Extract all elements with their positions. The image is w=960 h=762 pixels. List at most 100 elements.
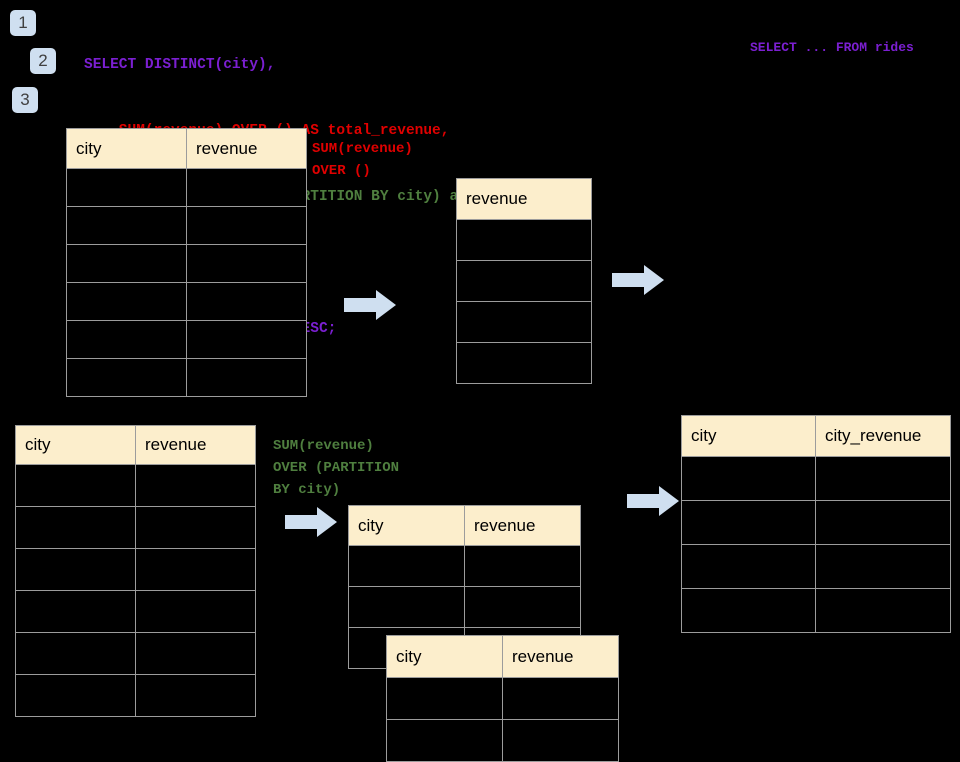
cell-city (348, 545, 465, 587)
step-badge-2: 2 (30, 48, 56, 74)
cell-city (348, 586, 465, 628)
cell-city (386, 677, 503, 720)
cell-revenue (456, 260, 592, 302)
cell-revenue (456, 219, 592, 261)
table-result-city-revenue: city city_revenue (681, 415, 951, 633)
table-row (456, 342, 592, 384)
side-note-select-from-rides: SELECT ... FROM rides (750, 40, 914, 55)
cell-revenue (186, 282, 307, 321)
cell-revenue (464, 545, 581, 587)
cell-revenue (186, 320, 307, 359)
cell-revenue (502, 719, 619, 762)
step-badge-3: 3 (12, 87, 38, 113)
cell-city (15, 464, 136, 507)
table-row (15, 674, 256, 717)
table-header-row: revenue (456, 178, 592, 220)
table-header-row: city revenue (348, 505, 581, 546)
column-header-city: city (15, 425, 136, 465)
table-partition-group-b: city revenue (386, 635, 619, 762)
table-source-rides-partition: city revenue (15, 425, 256, 717)
table-total-revenue: revenue (456, 178, 592, 384)
table-row (348, 586, 581, 628)
cell-city (15, 506, 136, 549)
cell-revenue (186, 244, 307, 283)
cell-revenue (502, 677, 619, 720)
column-header-city: city (681, 415, 816, 457)
cell-city (15, 632, 136, 675)
column-header-revenue: revenue (135, 425, 256, 465)
cell-city-revenue (815, 500, 951, 545)
cell-city (681, 500, 816, 545)
cell-city (681, 544, 816, 589)
cell-revenue (186, 206, 307, 245)
table-row (681, 544, 951, 589)
table-row (15, 548, 256, 591)
table-row (348, 545, 581, 587)
table-row (456, 260, 592, 302)
annotation-over-empty: SUM(revenue) OVER () (312, 141, 413, 179)
cell-city (66, 358, 187, 397)
table-row (66, 320, 307, 359)
table-row (681, 588, 951, 633)
cell-city-revenue (815, 544, 951, 589)
column-header-city: city (348, 505, 465, 546)
cell-city (15, 590, 136, 633)
cell-city (66, 320, 187, 359)
cell-city (681, 456, 816, 501)
cell-revenue (186, 358, 307, 397)
cell-city (15, 674, 136, 717)
cell-revenue (135, 506, 256, 549)
table-row (386, 719, 619, 762)
table-row (15, 464, 256, 507)
cell-city (386, 719, 503, 762)
table-header-row: city city_revenue (681, 415, 951, 457)
table-row (456, 219, 592, 261)
table-partition-group-a: city revenue (348, 505, 581, 669)
table-source-rides: city revenue (66, 128, 307, 397)
table-row (15, 632, 256, 675)
table-row (456, 301, 592, 343)
cell-city-revenue (815, 456, 951, 501)
diagram-canvas: 1 2 3 SELECT DISTINCT(city), SUM(revenue… (10, 10, 951, 762)
table-row (66, 244, 307, 283)
table-row (681, 456, 951, 501)
table-row (15, 590, 256, 633)
column-header-city: city (66, 128, 187, 169)
step-badge-1: 1 (10, 10, 36, 36)
cell-city (66, 282, 187, 321)
column-header-revenue: revenue (464, 505, 581, 546)
cell-revenue (186, 168, 307, 207)
cell-revenue (456, 301, 592, 343)
cell-revenue (135, 464, 256, 507)
column-header-revenue: revenue (456, 178, 592, 220)
table-row (66, 358, 307, 397)
cell-revenue (456, 342, 592, 384)
cell-city (66, 168, 187, 207)
cell-city (15, 548, 136, 591)
cell-revenue (464, 586, 581, 628)
table-row (66, 168, 307, 207)
table-header-row: city revenue (66, 128, 307, 169)
table-row (66, 282, 307, 321)
cell-revenue (135, 632, 256, 675)
column-header-revenue: revenue (502, 635, 619, 678)
table-row (681, 500, 951, 545)
sql-line-1: SELECT DISTINCT(city), (84, 57, 276, 73)
cell-city (66, 206, 187, 245)
arrow-source-to-total-icon (344, 290, 396, 320)
arrow-source-to-partition-icon (285, 507, 337, 537)
table-row (66, 206, 307, 245)
cell-revenue (135, 548, 256, 591)
cell-revenue (135, 674, 256, 717)
table-row (15, 506, 256, 549)
table-row (386, 677, 619, 720)
cell-revenue (135, 590, 256, 633)
column-header-revenue: revenue (186, 128, 307, 169)
cell-city-revenue (815, 588, 951, 633)
table-header-row: city revenue (15, 425, 256, 465)
cell-city (66, 244, 187, 283)
cell-city (681, 588, 816, 633)
arrow-total-to-result-icon (612, 265, 664, 295)
arrow-partition-to-result-icon (627, 486, 679, 516)
column-header-city: city (386, 635, 503, 678)
